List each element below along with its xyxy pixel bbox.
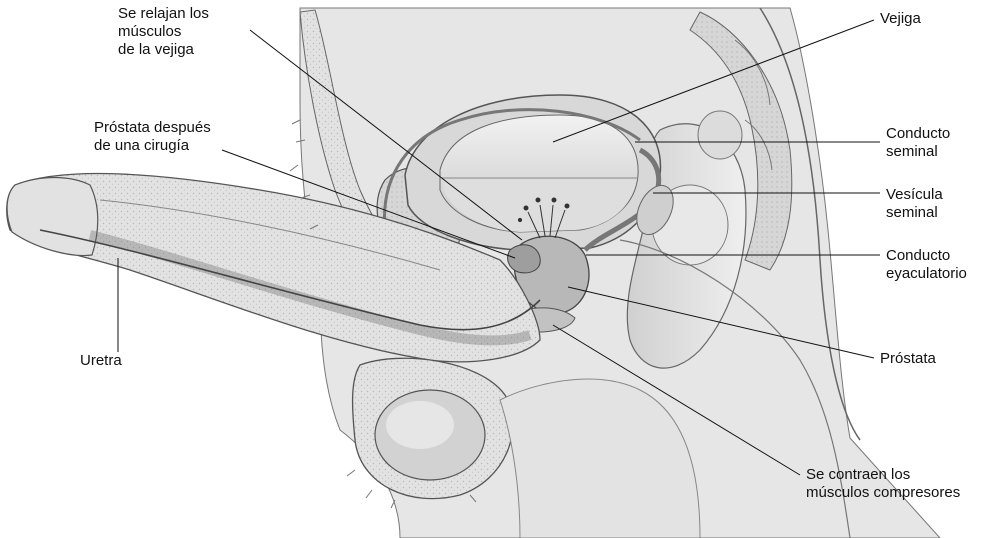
label-bladder: Vejiga xyxy=(880,10,921,28)
glans xyxy=(7,178,98,256)
label-relax-muscles: Se relajan los músculos de la vejiga xyxy=(118,5,209,59)
label-seminal-duct: Conducto seminal xyxy=(886,125,950,161)
rectal-fold-1 xyxy=(698,111,742,159)
testis-highlight xyxy=(386,401,454,449)
prostate-remnant xyxy=(508,245,541,273)
label-ejaculatory-duct: Conducto eyaculatorio xyxy=(886,247,967,283)
label-compressor-muscles: Se contraen los músculos compresores xyxy=(806,466,960,502)
label-prostate-after-surgery: Próstata después de una cirugía xyxy=(94,119,211,155)
label-prostate: Próstata xyxy=(880,350,936,368)
label-seminal-vesicle: Vesícula seminal xyxy=(886,186,943,222)
label-urethra: Uretra xyxy=(80,352,122,370)
